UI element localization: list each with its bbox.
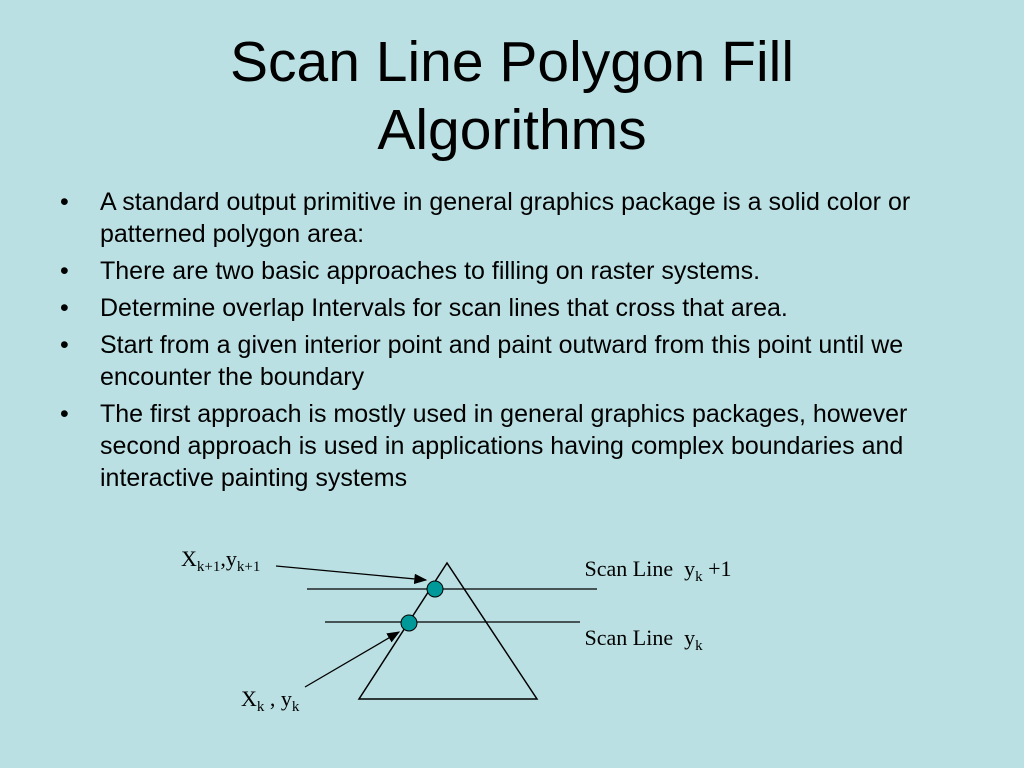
arrow-to-lower-point: [304, 631, 401, 688]
bullet-text: Determine overlap Intervals for scan lin…: [100, 294, 788, 322]
bullet-glyph: •: [60, 400, 69, 428]
scanline-diagram: Xk+1,yk+1 Xk , yk Scan Line yk +1 Scan L…: [181, 546, 748, 715]
polygon-triangle: [357, 561, 539, 700]
bullet-text: A standard output primitive in general g…: [100, 188, 911, 248]
bullet-item: • Start from a given interior point and p…: [60, 329, 960, 393]
title-line-1: Scan Line Polygon Fill: [230, 30, 794, 94]
bullet-item: • The first approach is mostly used in ge…: [60, 398, 960, 494]
bullet-list: • A standard output primitive in general …: [60, 186, 960, 499]
bullet-text: Start from a given interior point and pa…: [100, 331, 904, 391]
bullet-glyph: •: [60, 294, 69, 322]
bullet-glyph: •: [60, 188, 69, 216]
label-xk1-yk1: Xk+1,yk+1: [181, 546, 260, 575]
title-line-2: Algorithms: [377, 98, 647, 162]
bullet-item: • A standard output primitive in general …: [60, 186, 960, 250]
bullet-item: • Determine overlap Intervals for scan li…: [60, 292, 960, 324]
label-scan-line-lower: Scan Line yk: [557, 625, 719, 655]
slide-title: Scan Line Polygon Fill Algorithms: [0, 28, 1024, 164]
bullet-text: The first approach is mostly used in gen…: [100, 400, 908, 492]
intersection-point-upper: [426, 580, 444, 598]
bullet-glyph: •: [60, 257, 69, 285]
label-xk-yk: Xk , yk: [241, 686, 300, 715]
arrow-to-upper-point: [275, 565, 428, 585]
intersection-point-lower: [400, 614, 418, 632]
label-scan-line-upper: Scan Line yk +1: [557, 556, 748, 585]
bullet-glyph: •: [60, 331, 69, 359]
bullet-text: There are two basic approaches to fillin…: [100, 257, 761, 285]
bullet-item: • There are two basic approaches to filli…: [60, 255, 960, 287]
